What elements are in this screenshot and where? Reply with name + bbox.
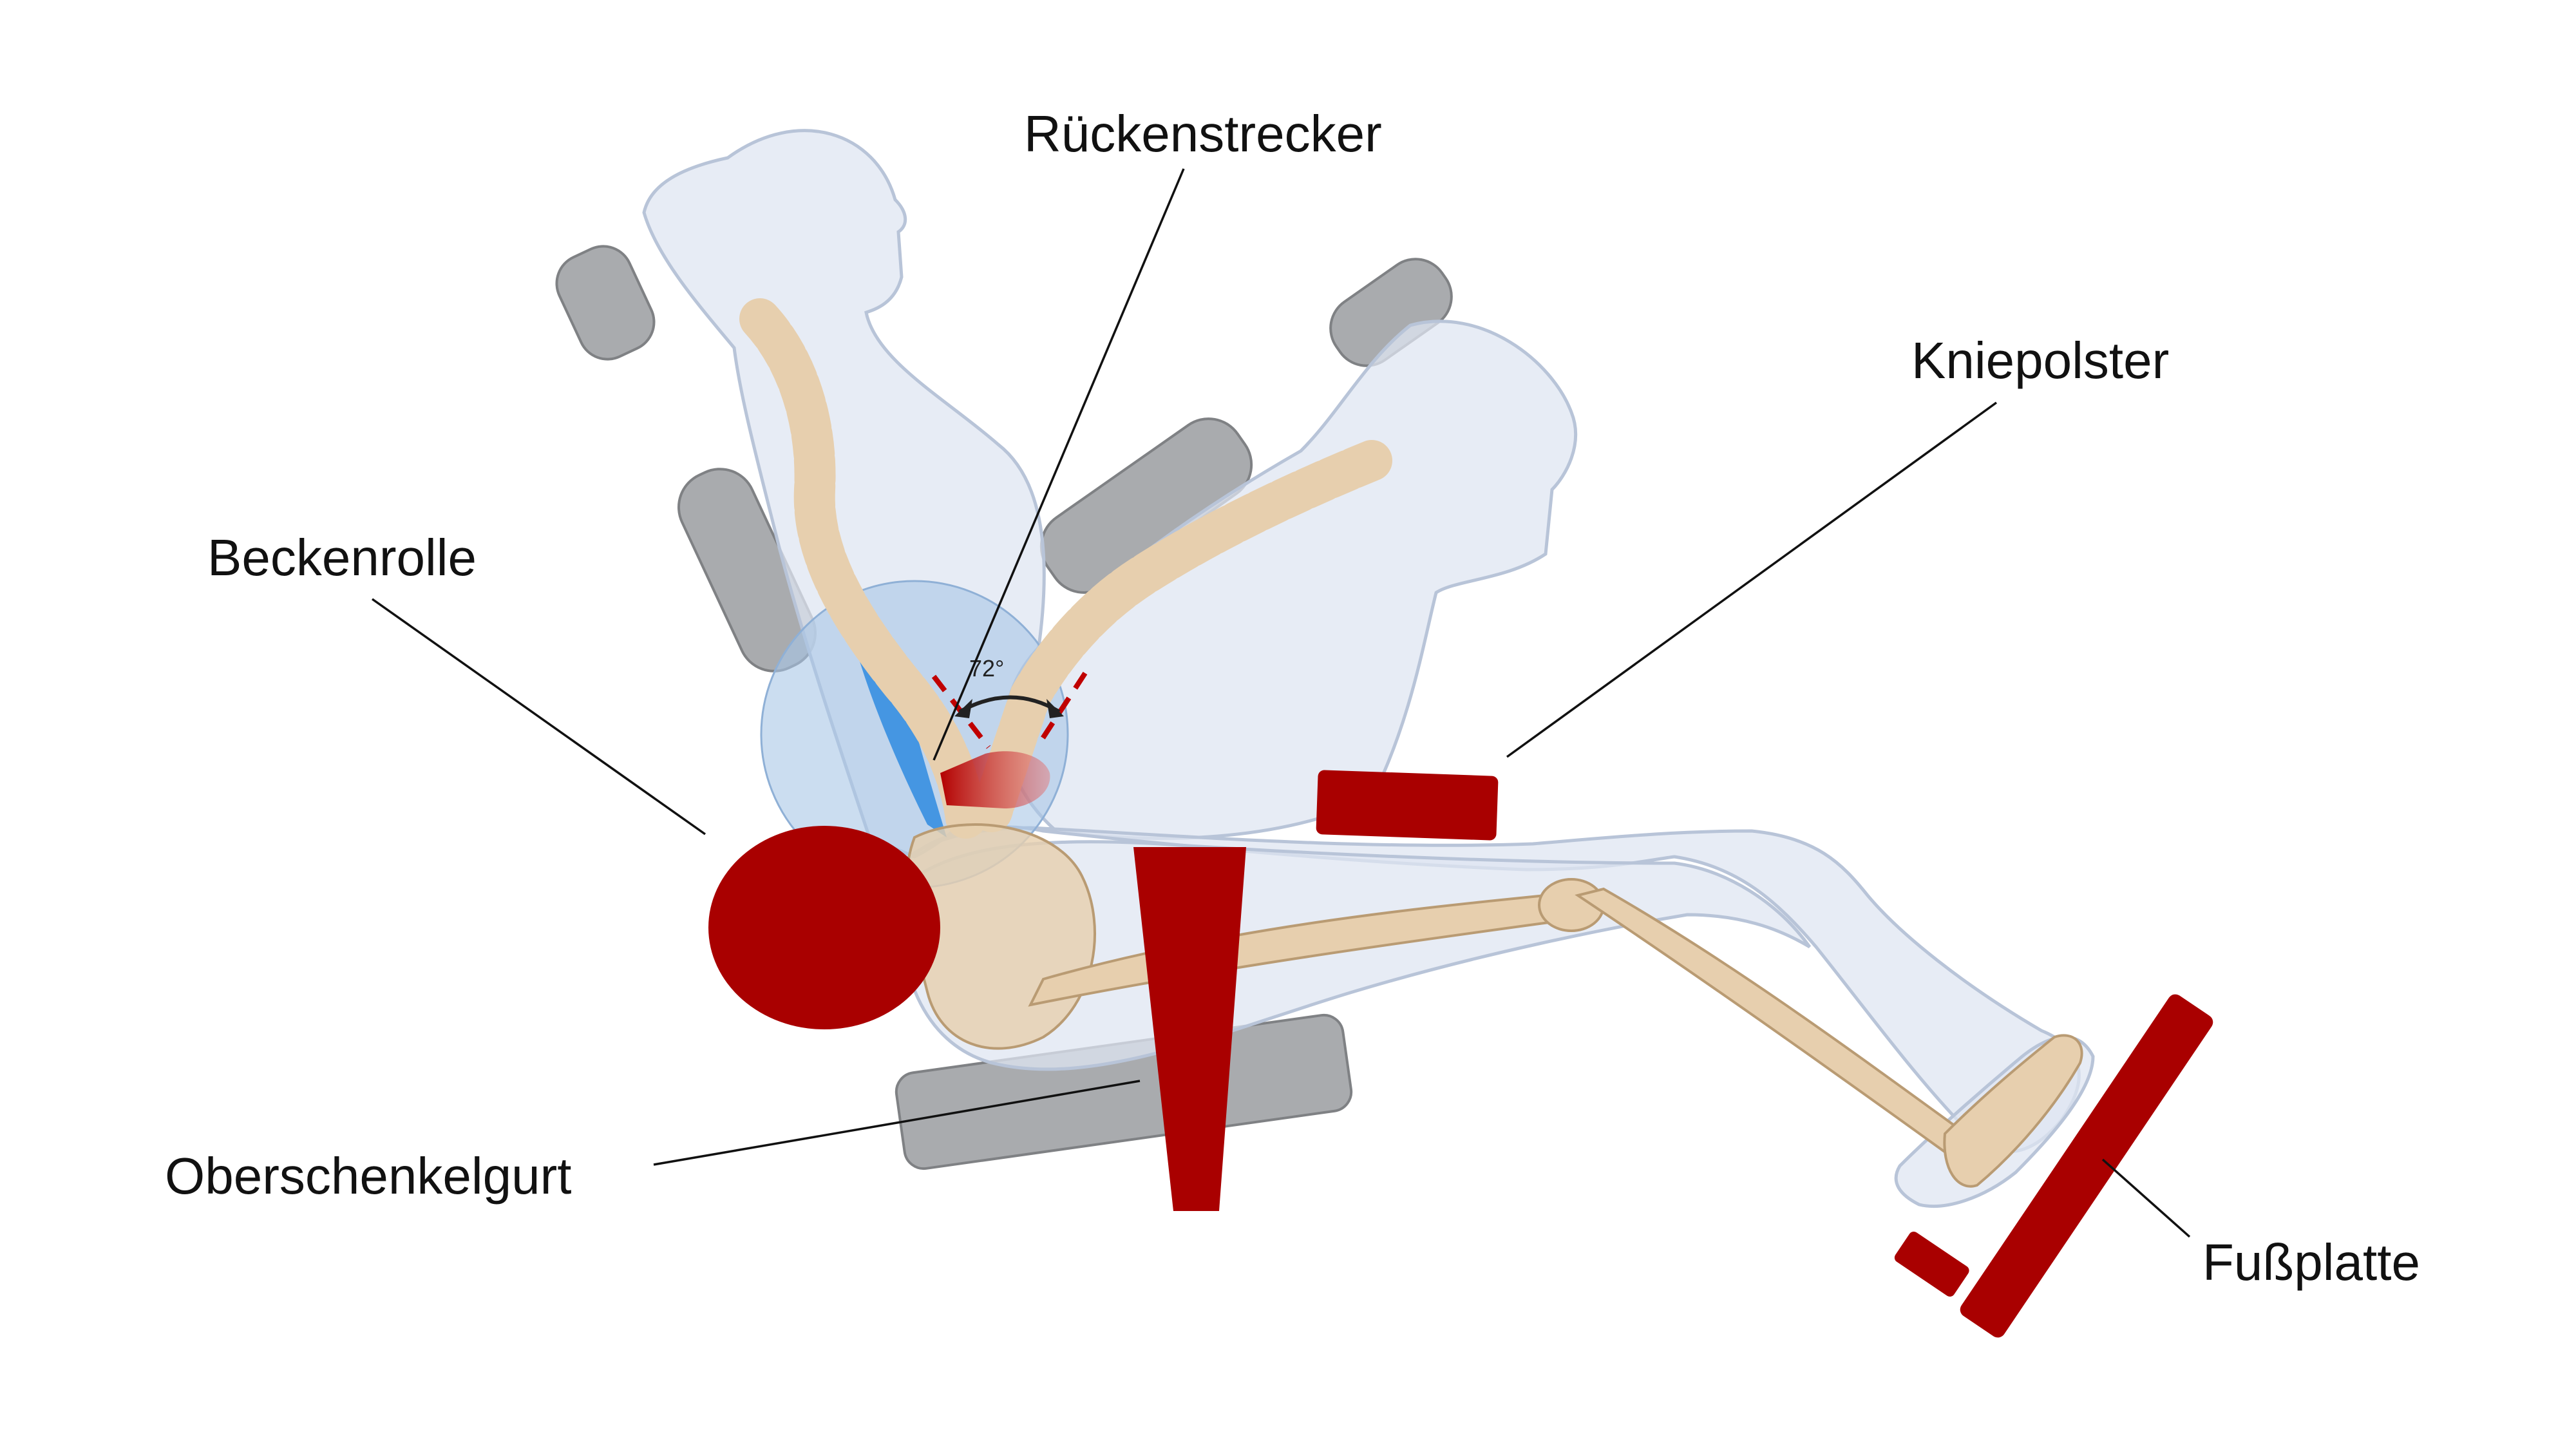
leader-beckenrolle <box>371 598 706 835</box>
label-rueckenstrecker: Rückenstrecker <box>1024 105 1382 162</box>
red-pads <box>708 770 2213 1338</box>
label-fussplatte: Fußplatte <box>2202 1234 2420 1291</box>
foot-plate <box>1960 994 2213 1338</box>
headrest-rear <box>555 245 656 361</box>
angle-line-right <box>1034 671 1088 749</box>
spines <box>739 298 1392 839</box>
back-extensor-pad <box>940 751 1050 808</box>
leader-rueckenstrecker <box>933 168 1185 761</box>
thigh-strap <box>1133 847 1246 1211</box>
angle-arrow-right <box>1046 699 1064 718</box>
leader-kniepolster <box>1506 401 1998 758</box>
leaning-spine <box>971 440 1392 832</box>
leaning-torso <box>1003 320 1578 841</box>
leader-fussplatte <box>2101 1158 2191 1238</box>
label-kniepolster: Kniepolster <box>1911 332 2170 389</box>
label-beckenrolle: Beckenrolle <box>207 529 477 586</box>
angle-label: 72° <box>969 655 1004 682</box>
angle-arrow-left <box>954 699 972 718</box>
pelvic-roll <box>708 826 940 1029</box>
leader-oberschenkelgurt <box>653 1080 1141 1166</box>
knee-pad <box>1316 770 1499 841</box>
upright-spine <box>739 298 987 839</box>
back-muscle <box>857 644 947 837</box>
leg-bones <box>905 823 2083 1188</box>
leader-lines <box>371 168 2191 1238</box>
foot-plate-heel <box>1894 1231 1969 1297</box>
foot-bones <box>1943 1034 2083 1188</box>
label-oberschenkelgurt: Oberschenkelgurt <box>165 1147 572 1205</box>
